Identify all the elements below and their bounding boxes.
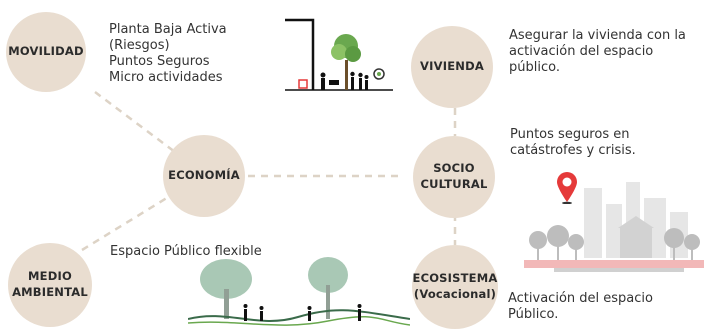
node-socio-cultural-label: SOCIO CULTURAL: [420, 161, 488, 191]
node-ecosistema: ECOSISTEMA (Vocacional): [412, 245, 498, 329]
connector-movilidad-economia: [94, 91, 176, 153]
node-socio-cultural: SOCIO CULTURAL: [413, 136, 495, 218]
node-movilidad-label: MOVILIDAD: [8, 44, 84, 59]
city-skyline-icon: [524, 182, 704, 272]
desc-socio-cultural: Puntos seguros en catástrofes y crisis.: [510, 127, 636, 158]
street-scene-icon: [285, 18, 393, 91]
location-pin-icon: [557, 172, 577, 204]
desc-ecosistema: Activación del espacio Público.: [508, 291, 653, 322]
node-ecosistema-label: ECOSISTEMA (Vocacional): [412, 271, 498, 301]
landscape-trees-icon: [188, 257, 410, 326]
node-vivienda-label: VIVIENDA: [420, 59, 484, 74]
node-economia-label: ECONOMÍA: [168, 168, 240, 183]
desc-medio-ambiental: Espacio Público flexible: [110, 244, 262, 259]
desc-vivienda: Asegurar la vivienda con la activación d…: [509, 28, 686, 75]
node-vivienda: VIVIENDA: [411, 26, 493, 108]
connector-economia-medio-ambiental: [81, 194, 171, 252]
node-medio-ambiental: MEDIO AMBIENTAL: [8, 243, 92, 327]
desc-movilidad: Planta Baja Activa (Riesgos) Puntos Segu…: [109, 22, 227, 85]
node-movilidad: MOVILIDAD: [6, 12, 86, 92]
node-medio-ambiental-label: MEDIO AMBIENTAL: [12, 269, 88, 299]
node-economia: ECONOMÍA: [163, 135, 245, 217]
